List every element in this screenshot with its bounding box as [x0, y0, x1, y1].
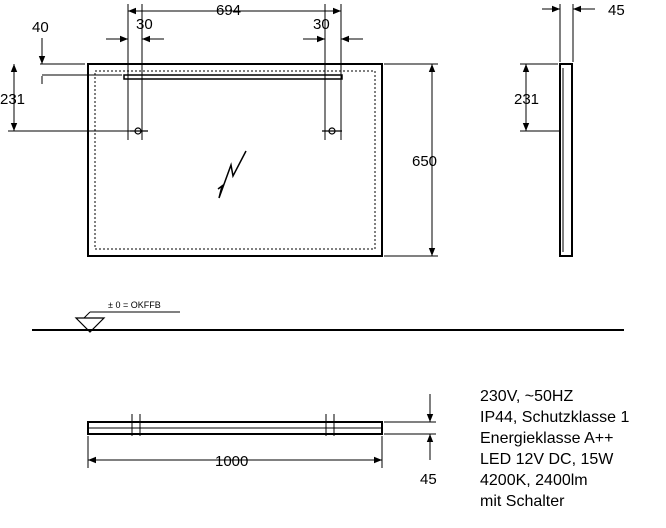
mounting-hole-left [130, 127, 148, 135]
spec-energy-class: Energieklasse A++ [480, 430, 614, 447]
floor-reference [32, 311, 624, 333]
side-profile [559, 63, 573, 257]
dim-offset-right: 30 [313, 16, 330, 33]
dim-offset-left: 30 [136, 16, 153, 33]
front-view [87, 63, 383, 257]
led-light-bar [123, 74, 343, 80]
mirror-inner-dotted [94, 70, 376, 250]
front-dimensions [8, 4, 438, 257]
dim-mount-height: 231 [0, 91, 25, 108]
electrical-symbol-icon [217, 150, 247, 199]
spec-voltage: 230V, ~50HZ [480, 388, 574, 405]
spec-list: 230V, ~50HZ IP44, Schutzklasse 1 Energie… [480, 386, 629, 512]
dim-width-top: 694 [216, 2, 241, 19]
dim-side-mount-height: 231 [514, 91, 539, 108]
spec-led-power: LED 12V DC, 15W [480, 451, 614, 468]
dim-top-offset: 40 [32, 19, 49, 36]
dim-width-bottom: 1000 [215, 453, 248, 470]
dim-height: 650 [412, 153, 437, 170]
mirror-outline [87, 63, 383, 257]
side-view [520, 4, 595, 257]
top-view [87, 394, 436, 468]
level-marker-icon [74, 317, 106, 333]
spec-switch: mit Schalter [480, 493, 565, 510]
dim-bottom-depth: 45 [420, 471, 437, 488]
dim-depth: 45 [608, 2, 625, 19]
floor-label: ± 0 = OKFFB [108, 300, 161, 310]
spec-light-output: 4200K, 2400lm [480, 472, 588, 489]
spec-protection: IP44, Schutzklasse 1 [480, 409, 630, 426]
